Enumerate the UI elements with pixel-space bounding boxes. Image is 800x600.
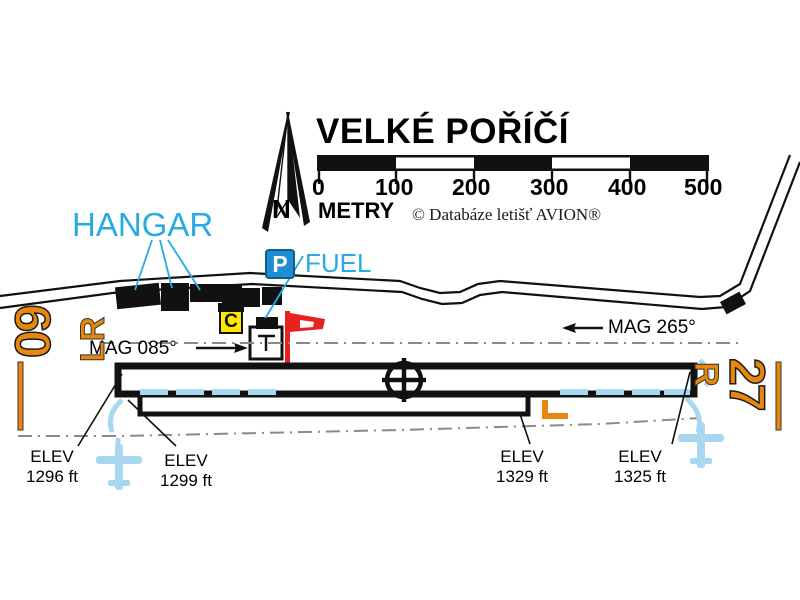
- aircraft-symbol-east: [678, 422, 724, 468]
- signal-square-icon: [248, 318, 284, 361]
- north-letter-label: N: [272, 194, 291, 224]
- aerodrome-reference-point-icon: [382, 358, 426, 402]
- scale-tick-200: 200: [452, 174, 491, 200]
- elevation-value: 1329 ft: [496, 467, 548, 486]
- mag-265-arrow-icon: [562, 323, 603, 333]
- elevation-caption: ELEV: [500, 447, 544, 466]
- scale-tick-400: 400: [608, 174, 647, 200]
- scale-tick-0: 0: [312, 174, 325, 200]
- elevation-label-west-inner: ELEV 1299 ft: [160, 452, 212, 489]
- elevation-caption: ELEV: [164, 451, 208, 470]
- elevation-value: 1299 ft: [160, 471, 212, 490]
- mag-085-arrow-icon: [196, 343, 248, 353]
- mag-085-label: MAG 085°: [89, 338, 177, 359]
- elevation-label-west-outer: ELEV 1296 ft: [26, 448, 78, 485]
- runway-side-marker-r: R: [687, 362, 726, 388]
- copyright-notice: © Databáze letišť AVION®: [412, 205, 602, 224]
- orange-corner-marker: [542, 400, 568, 419]
- parking-icon[interactable]: P: [265, 249, 295, 279]
- runway-designator-09: 09: [4, 306, 62, 359]
- elevation-label-east-inner: ELEV 1329 ft: [496, 448, 548, 485]
- page-title: VELKÉ POŘÍČÍ: [316, 112, 569, 151]
- scale-unit-label: METRY: [318, 198, 395, 223]
- circuit-point-icon[interactable]: C: [219, 310, 243, 334]
- grass-runway-strip: [137, 396, 531, 417]
- elevation-leader-lines: [77, 371, 691, 447]
- windsock-icon: [285, 311, 325, 365]
- north-arrow-icon: [262, 111, 310, 232]
- elevation-value: 1296 ft: [26, 467, 78, 486]
- aircraft-symbol-west: [96, 444, 142, 490]
- fuel-leader-line: [262, 255, 304, 323]
- scale-tick-500: 500: [684, 174, 723, 200]
- scale-tick-300: 300: [530, 174, 569, 200]
- elevation-caption: ELEV: [618, 447, 662, 466]
- elevation-value: 1325 ft: [614, 467, 666, 486]
- runway-designator-27: 27: [718, 357, 776, 410]
- hangar-label: HANGAR: [72, 206, 214, 243]
- mag-265-label: MAG 265°: [608, 317, 696, 338]
- elevation-caption: ELEV: [30, 447, 74, 466]
- aerodrome-boundary: [18, 342, 740, 437]
- fuel-label: FUEL: [305, 248, 372, 278]
- runway-side-marker-lr: LR: [74, 316, 113, 362]
- scale-tick-100: 100: [375, 174, 414, 200]
- runway-designator-underline: [17, 361, 782, 431]
- scale-bar: [317, 155, 709, 184]
- elevation-label-east-outer: ELEV 1325 ft: [614, 448, 666, 485]
- hangar-leader-lines: [134, 239, 201, 291]
